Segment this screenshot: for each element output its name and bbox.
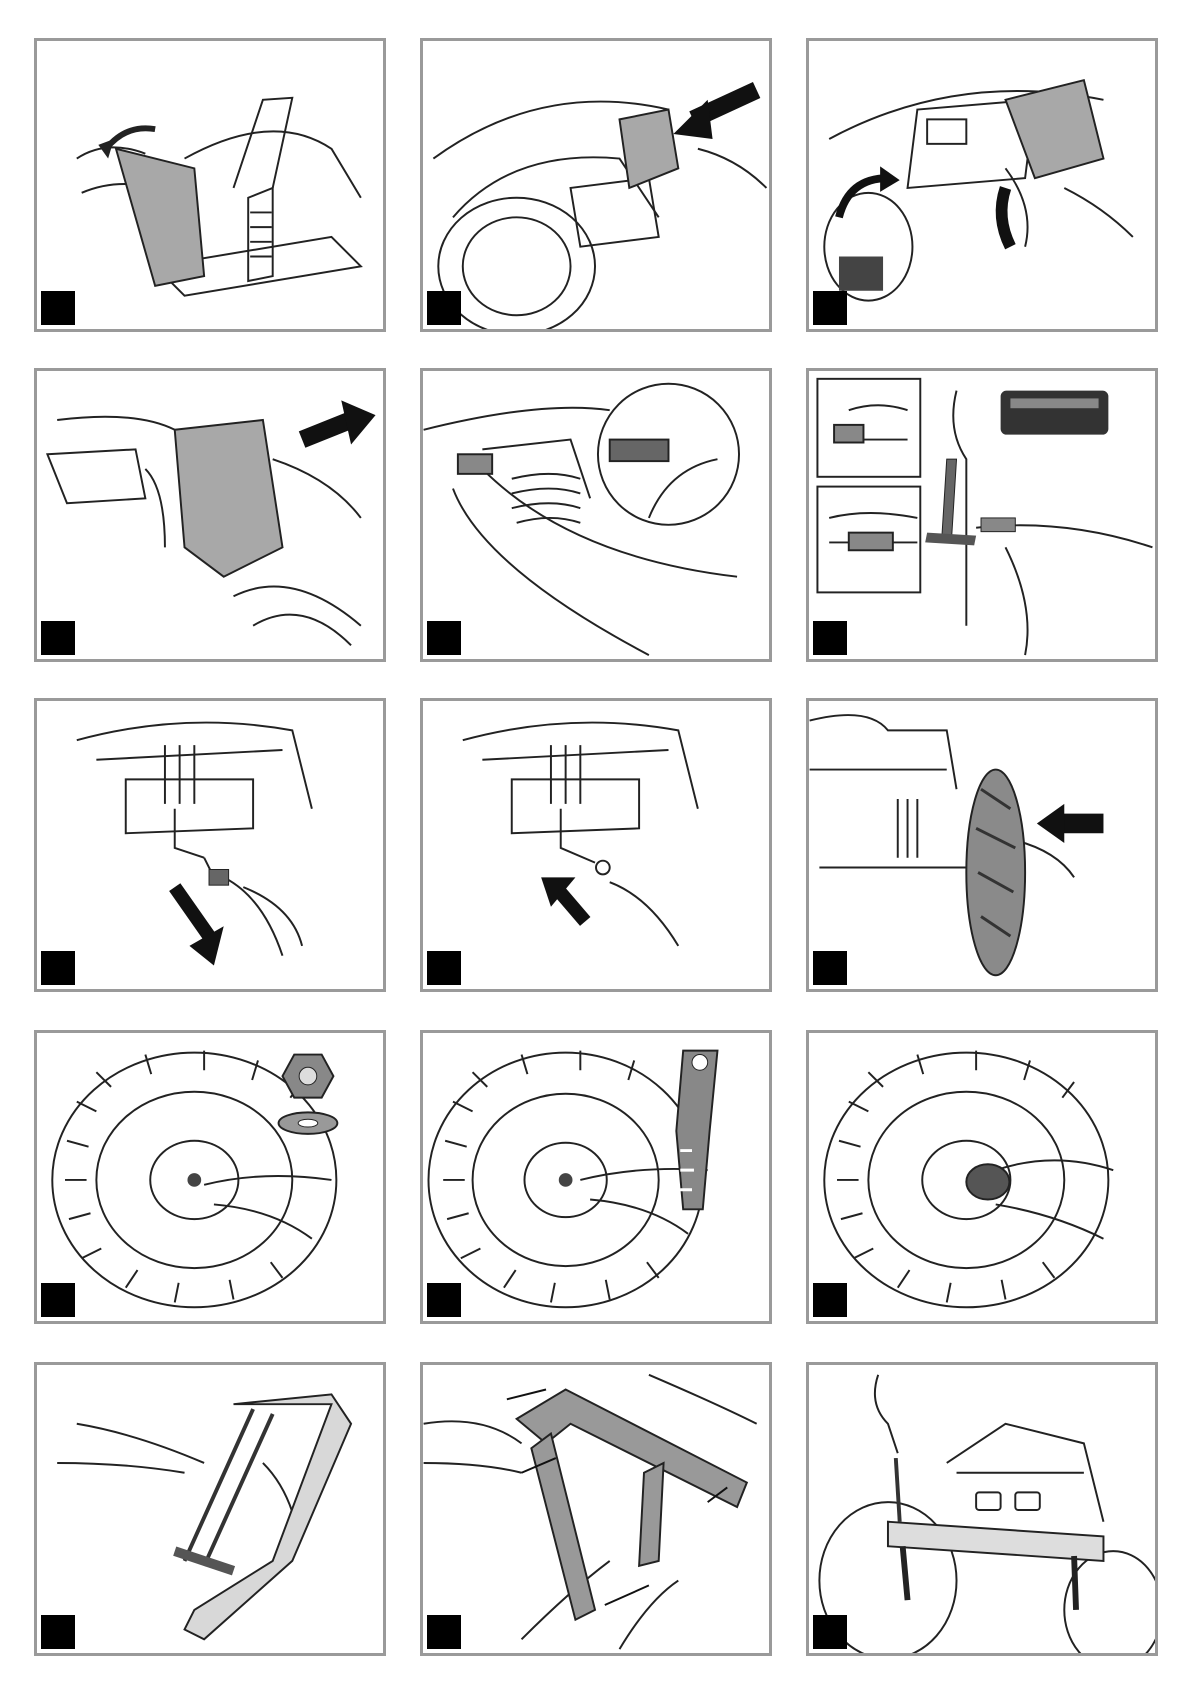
- step-panel-11: [420, 1030, 772, 1324]
- step-marker: [41, 621, 75, 655]
- step-panel-2: [420, 38, 772, 332]
- illustration-pull-cover-out: [37, 371, 383, 659]
- step-marker: [813, 1615, 847, 1649]
- step-marker: [813, 621, 847, 655]
- illustration-rotate-fender-bellow: [809, 41, 1155, 329]
- step-panel-15: [806, 1362, 1158, 1656]
- step-marker: [41, 291, 75, 325]
- illustration-assemble-bumper-frame: [37, 1365, 383, 1653]
- illustration-tighten-with-wrench: [423, 1033, 769, 1321]
- step-panel-10: [34, 1030, 386, 1324]
- step-marker: [41, 951, 75, 985]
- step-panel-3: [806, 38, 1158, 332]
- step-panel-4: [34, 368, 386, 662]
- step-panel-13: [34, 1362, 386, 1656]
- illustration-fit-nut-and-washer: [37, 1033, 383, 1321]
- illustration-screw-bumper-on-vehicle: [809, 1365, 1155, 1653]
- step-marker: [813, 1283, 847, 1317]
- step-marker: [427, 1615, 461, 1649]
- illustration-lift-seat-cover: [37, 41, 383, 329]
- illustration-fit-hub-cap: [809, 1033, 1155, 1321]
- step-marker: [813, 291, 847, 325]
- step-marker: [427, 1283, 461, 1317]
- step-panel-7: [34, 698, 386, 992]
- illustration-hammer-axle-pin: [809, 371, 1155, 659]
- step-marker: [41, 1615, 75, 1649]
- step-panel-1: [34, 38, 386, 332]
- step-panel-14: [420, 1362, 772, 1656]
- illustration-press-bumper-parts: [423, 1365, 769, 1653]
- illustration-insert-pin-detail: [423, 371, 769, 659]
- step-marker: [427, 291, 461, 325]
- illustration-remove-axle-cap: [37, 701, 383, 989]
- step-panel-9: [806, 698, 1158, 992]
- step-marker: [41, 1283, 75, 1317]
- step-marker: [427, 621, 461, 655]
- step-marker: [813, 951, 847, 985]
- step-panel-5: [420, 368, 772, 662]
- step-marker: [427, 951, 461, 985]
- step-panel-12: [806, 1030, 1158, 1324]
- step-panel-6: [806, 368, 1158, 662]
- illustration-insert-washer: [423, 701, 769, 989]
- illustration-mount-wheel: [809, 701, 1155, 989]
- illustration-push-cover-forward: [423, 41, 769, 329]
- step-panel-8: [420, 698, 772, 992]
